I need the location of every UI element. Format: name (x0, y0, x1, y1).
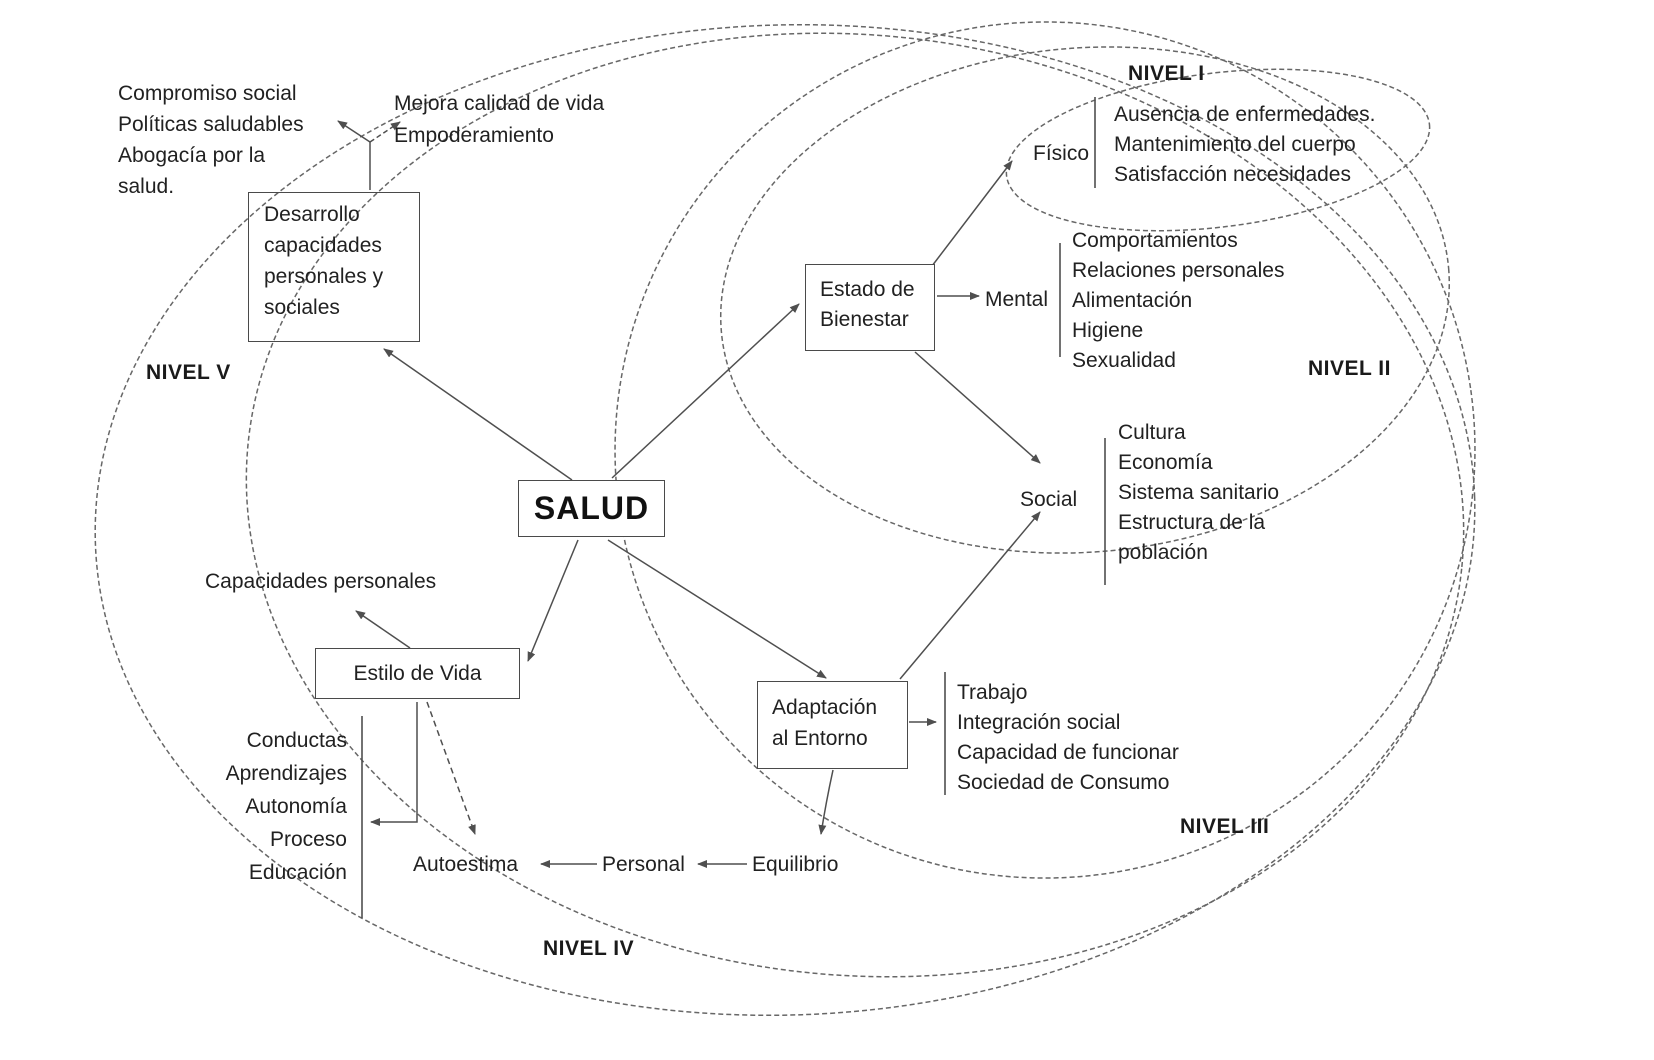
mental-label: Mental (985, 288, 1049, 311)
nivel-5-label: NIVEL V (146, 361, 231, 384)
arrow-salud-to-estado (611, 303, 800, 479)
arrow-desarrollo-to-mejora (369, 121, 401, 143)
estilo-list-item: Autonomía (245, 795, 347, 818)
fisico-list-item: Mantenimiento del cuerpo (1114, 133, 1356, 156)
arrow-adaptacion-to-equilibrio (818, 769, 834, 835)
estilo-list-item: Educación (248, 861, 347, 884)
fisico-list-item: Satisfacción necesidades (1114, 163, 1351, 186)
salud-label: SALUD (533, 490, 650, 526)
capacidades-personales-label: Capacidades personales (205, 570, 437, 593)
compromiso-line-4: salud. (118, 175, 175, 198)
desarrollo-line-4: sociales (264, 296, 340, 319)
estilo-list-item: Proceso (269, 828, 347, 851)
entorno-list: Trabajo Integración social Capacidad de … (957, 678, 1179, 798)
arrow-estilo-to-conductas (370, 702, 418, 826)
arrow-salud-to-desarrollo (383, 348, 573, 481)
mental-list-item: Comportamientos (1072, 229, 1238, 252)
estado-line-2: Bienestar (820, 308, 909, 331)
social-list: Cultura Economía Sistema sanitario Estru… (1118, 418, 1279, 568)
estilo-list-item: Conductas (246, 729, 347, 752)
desarrollo-box: Desarrollo capacidades personales y soci… (248, 192, 420, 342)
connector-arrows (337, 120, 1041, 868)
mental-list-item: Sexualidad (1072, 349, 1176, 372)
nivel-1-label: NIVEL I (1128, 62, 1205, 85)
entorno-list-item: Integración social (957, 711, 1121, 734)
compromiso-text-block: Compromiso social Políticas saludables A… (118, 78, 304, 202)
desarrollo-line-3: personales y (264, 265, 384, 288)
arrow-estado-to-social (914, 351, 1041, 464)
desarrollo-line-1: Desarrollo (264, 203, 360, 226)
mental-list-item: Higiene (1072, 319, 1144, 342)
autoestima-label: Autoestima (413, 853, 519, 876)
equilibrio-label: Equilibrio (752, 853, 839, 876)
nivel-3-label: NIVEL III (1180, 815, 1270, 838)
list-divider-bars (361, 97, 1106, 918)
compromiso-line-2: Políticas saludables (118, 113, 304, 136)
social-list-item: población (1118, 541, 1208, 564)
adaptacion-line-2: al Entorno (772, 727, 868, 750)
estilo-vida-box: Estilo de Vida (315, 648, 520, 699)
fisico-list: Ausencia de enfermedades. Mantenimiento … (1114, 100, 1376, 190)
ellipse-nivel-2 (719, 46, 1451, 554)
ellipse-nivel-5 (94, 23, 1476, 1017)
social-list-item: Sistema sanitario (1118, 481, 1280, 504)
compromiso-line-3: Abogacía por la (118, 144, 266, 167)
ellipse-nivel-4 (245, 32, 1465, 978)
salud-box: SALUD (518, 480, 665, 537)
desarrollo-line-2: capacidades (264, 234, 382, 257)
nivel-4-label: NIVEL IV (543, 937, 635, 960)
personal-label: Personal (602, 853, 685, 876)
arrow-salud-to-estilo (527, 539, 579, 662)
arrow-estado-to-fisico (931, 160, 1013, 267)
entorno-list-item: Trabajo (957, 681, 1028, 704)
fisico-list-item: Ausencia de enfermedades. (1114, 103, 1376, 126)
mejora-text-block: Mejora calidad de vida Empoderamiento (394, 88, 604, 152)
compromiso-line-1: Compromiso social (118, 82, 297, 105)
social-list-item: Economía (1118, 451, 1213, 474)
mejora-line-2: Empoderamiento (394, 124, 554, 147)
adaptacion-box: Adaptación al Entorno (757, 681, 908, 769)
nivel-2-label: NIVEL II (1308, 357, 1391, 380)
arrow-estilo-to-capacidades (355, 610, 411, 649)
estilo-vida-label: Estilo de Vida (353, 661, 482, 685)
entorno-list-item: Sociedad de Consumo (957, 771, 1170, 794)
estado-line-1: Estado de (820, 278, 915, 301)
estado-bienestar-box: Estado de Bienestar (805, 264, 935, 351)
mental-list: Comportamientos Relaciones personales Al… (1072, 226, 1284, 376)
mejora-line-1: Mejora calidad de vida (394, 92, 605, 115)
social-label: Social (1020, 488, 1078, 511)
arrow-salud-to-adaptacion (607, 539, 827, 679)
fisico-label: Físico (1033, 142, 1090, 165)
ellipse-nivel-1 (1005, 68, 1431, 232)
social-list-item: Estructura de la (1118, 511, 1266, 534)
mental-list-item: Relaciones personales (1072, 259, 1285, 282)
entorno-list-item: Capacidad de funcionar (957, 741, 1179, 764)
arrow-desarrollo-to-compromiso (337, 120, 371, 143)
estilo-list-item: Aprendizajes (225, 762, 347, 785)
mental-list-item: Alimentación (1072, 289, 1193, 312)
social-list-item: Cultura (1118, 421, 1186, 444)
estilo-vida-list: Conductas Aprendizajes Autonomía Proceso… (190, 724, 347, 889)
adaptacion-line-1: Adaptación (772, 696, 878, 719)
arrow-adaptacion-to-social (899, 511, 1041, 680)
arrow-estilo-to-autoestima (426, 701, 476, 835)
